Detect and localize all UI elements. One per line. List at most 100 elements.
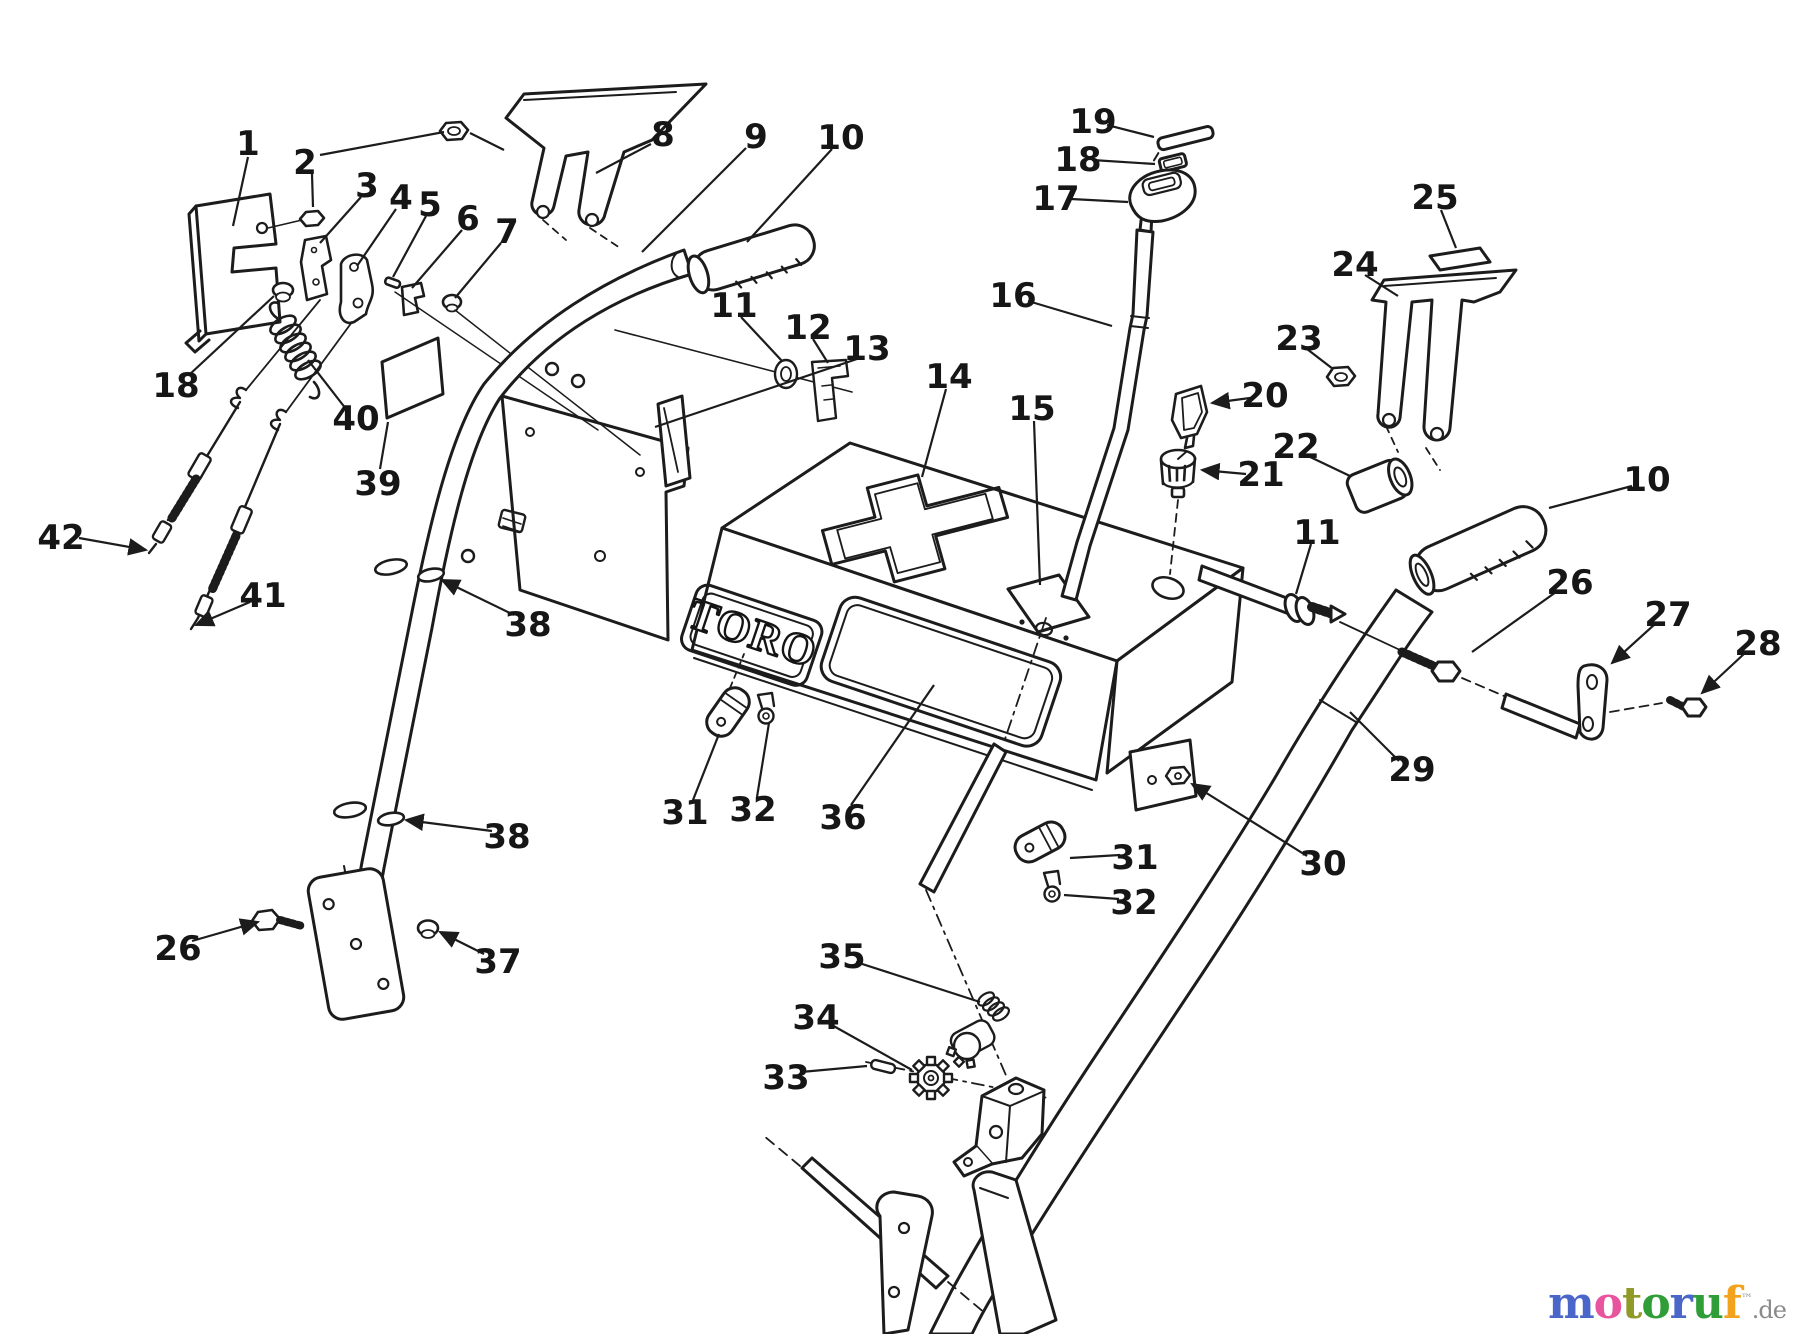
part-label-4: 4 — [389, 178, 413, 218]
part-label-39: 39 — [354, 464, 401, 504]
bracket-3 — [299, 234, 333, 302]
pin-5 — [383, 276, 402, 290]
tension-spring — [268, 301, 322, 400]
leader-line-31 — [691, 733, 721, 801]
leader-line-10 — [746, 148, 833, 243]
leader-line-2 — [469, 132, 505, 151]
leader-line-20 — [1209, 391, 1251, 410]
leader-line-38 — [440, 579, 515, 616]
part-label-10: 10 — [1623, 460, 1670, 500]
part-label-18: 18 — [1054, 140, 1101, 180]
leader-line-19 — [1106, 123, 1155, 139]
leader-line-31 — [1069, 853, 1121, 860]
part-label-2: 2 — [293, 143, 317, 183]
pin-33 — [870, 1058, 897, 1075]
bracket-12 — [810, 358, 850, 423]
part-label-26: 26 — [1546, 563, 1593, 603]
bracket-4 — [338, 253, 374, 325]
part-label-25: 25 — [1411, 178, 1458, 218]
leader-line-32 — [1063, 893, 1120, 901]
panel-right-face — [1105, 566, 1245, 775]
leader-line-39 — [378, 421, 390, 470]
part-label-12: 12 — [784, 308, 831, 348]
part-label-28: 28 — [1734, 624, 1781, 664]
leader-line-2 — [319, 130, 445, 157]
leader-line-11 — [1294, 543, 1313, 595]
motoruf-watermark-link[interactable]: motoruf™.de — [1548, 1282, 1787, 1326]
nut-37 — [416, 919, 440, 939]
part-label-8: 8 — [651, 115, 675, 155]
left-handle-bracket — [504, 82, 708, 249]
leader-line-33 — [800, 1064, 868, 1074]
fastener-cluster-top-left — [271, 120, 641, 456]
gear-34 — [908, 1055, 954, 1101]
brand-letter: f — [1722, 1278, 1742, 1329]
leader-line-7 — [454, 242, 502, 299]
decal-recess-36 — [819, 595, 1063, 748]
control-panel: TORO — [656, 394, 1245, 812]
leader-line-3 — [319, 196, 362, 244]
part-label-10: 10 — [817, 118, 864, 158]
screw-32-left — [756, 691, 776, 725]
leader-line-22 — [1305, 454, 1351, 477]
part-label-22: 22 — [1272, 427, 1319, 467]
interlock-rod-27 — [1500, 663, 1609, 741]
part-label-20: 20 — [1241, 376, 1288, 416]
leader-line-35 — [855, 960, 981, 1004]
left-grip — [686, 223, 816, 295]
leader-line-30 — [1190, 782, 1308, 857]
part-label-15: 15 — [1008, 389, 1055, 429]
leader-line-41 — [193, 600, 251, 627]
leader-line-25 — [1439, 209, 1458, 249]
brand-letter: r — [1669, 1278, 1693, 1329]
brand-letter: o — [1593, 1278, 1623, 1329]
lever-6 — [400, 281, 426, 317]
leader-line-2 — [310, 173, 315, 208]
screw-32-right — [1042, 869, 1062, 903]
leader-line-28 — [1700, 652, 1746, 695]
part-label-13: 13 — [843, 329, 890, 369]
part-label-38: 38 — [483, 817, 530, 857]
leader-line-4 — [356, 208, 397, 267]
panel-front-face — [690, 526, 1119, 782]
cable-42 — [147, 299, 321, 555]
brand-letter: o — [1641, 1278, 1670, 1329]
nut-2-large — [438, 120, 470, 142]
friction-lock-parts — [1159, 384, 1209, 575]
brand-letter: m — [1548, 1278, 1595, 1329]
part-label-35: 35 — [818, 937, 865, 977]
right-handle-tube — [928, 588, 1434, 1334]
bolt-axis-line — [614, 329, 853, 393]
bolt-26-left — [250, 908, 306, 932]
trademark-mark: ™ — [1740, 1291, 1753, 1306]
part-label-30: 30 — [1299, 844, 1346, 884]
ratchet-hub-35 — [945, 1019, 996, 1069]
key-plate-19 — [1152, 125, 1215, 162]
part-label-19: 19 — [1069, 102, 1116, 142]
leader-line-23 — [1306, 348, 1334, 370]
part-label-18: 18 — [152, 366, 199, 406]
leader-line-29 — [1349, 711, 1400, 762]
mounting-plate — [184, 192, 303, 354]
right-handle-bracket — [1370, 268, 1518, 471]
nut-7 — [441, 293, 463, 313]
part-label-14: 14 — [925, 357, 972, 397]
leader-line-1 — [231, 156, 250, 227]
leader-line-12 — [812, 338, 829, 364]
part-label-9: 9 — [744, 117, 768, 157]
part-label-38: 38 — [504, 605, 551, 645]
part-label-6: 6 — [456, 199, 480, 239]
part-label-26: 26 — [154, 929, 201, 969]
part-label-7: 7 — [495, 212, 519, 252]
leader-line-34 — [829, 1023, 913, 1071]
leader-line-27 — [1610, 623, 1656, 665]
part-label-3: 3 — [355, 166, 379, 206]
part-label-21: 21 — [1237, 455, 1284, 495]
part-label-32: 32 — [1110, 883, 1157, 923]
nut-30 — [1164, 765, 1192, 786]
part-label-17: 17 — [1032, 179, 1079, 219]
nut-23 — [1325, 365, 1357, 388]
